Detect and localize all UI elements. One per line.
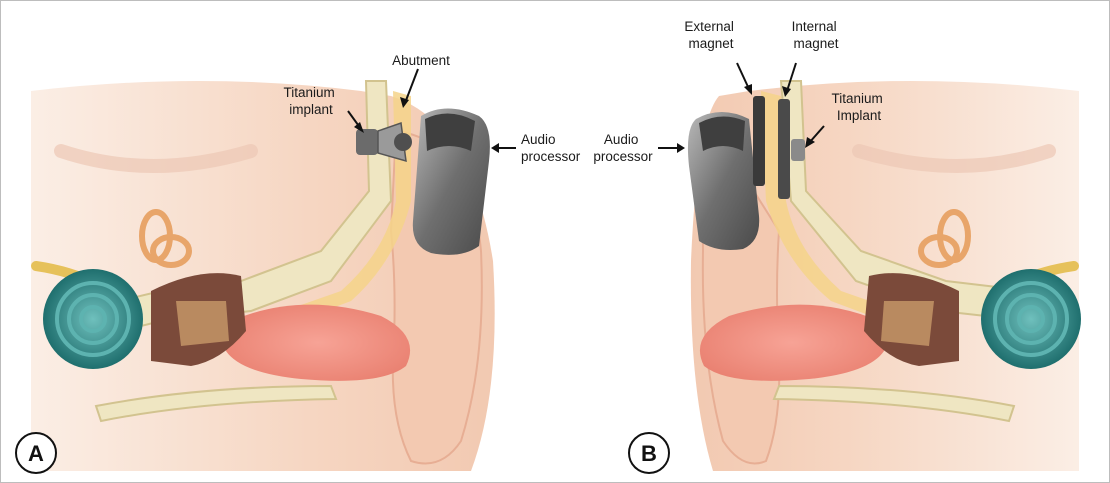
arrow-abutment	[405, 69, 418, 103]
panel-a: Titanium implant Abutment Audio processo…	[16, 53, 581, 473]
panel-a-letter: A	[28, 441, 44, 466]
arrowhead-audio-b	[677, 143, 685, 153]
label-external-magnet: External magnet	[684, 19, 737, 51]
label-internal-magnet: Internal magnet	[792, 19, 841, 51]
panel-b-letter: B	[641, 441, 657, 466]
internal-magnet-device	[778, 99, 790, 199]
label-audio-processor-b: Audio processor	[593, 132, 653, 164]
middle-ear-inner-b	[881, 301, 934, 346]
audio-processor-a	[413, 109, 490, 255]
external-magnet-device	[753, 96, 765, 186]
panel-b: External magnet Internal magnet Titanium…	[593, 19, 1081, 473]
cochlea	[43, 269, 143, 369]
titanium-implant-b-device	[791, 139, 805, 161]
label-abutment: Abutment	[392, 53, 450, 68]
middle-ear-inner	[176, 301, 229, 346]
arrow-external-magnet	[737, 63, 749, 89]
cochlea-b	[981, 269, 1081, 369]
arrowhead-audio-a	[491, 143, 499, 153]
audio-processor-b	[688, 112, 759, 250]
label-audio-processor-a: Audio processor	[521, 132, 581, 164]
